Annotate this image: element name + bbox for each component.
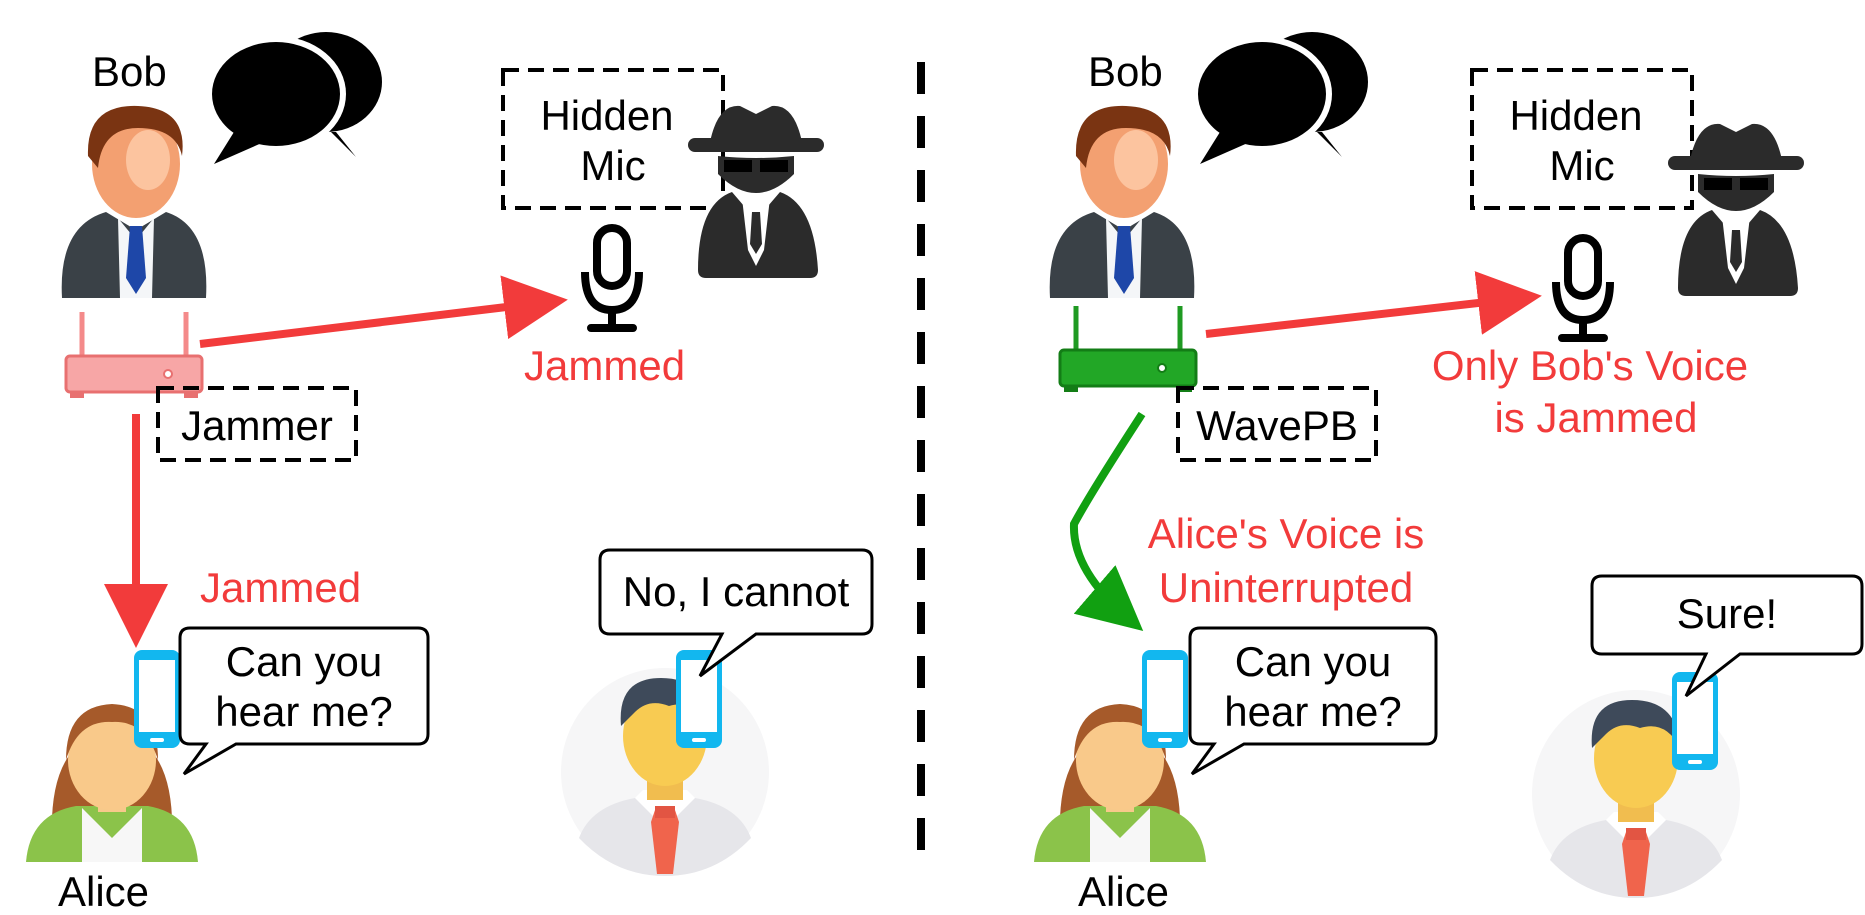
alice-status-label: Jammed [200, 564, 361, 611]
speech-bubbles-icon [206, 32, 382, 164]
listener-bubble-text: Sure! [1677, 590, 1777, 637]
listener-speech-bubble: No, I cannot [598, 548, 874, 678]
bob-label: Bob [92, 48, 167, 95]
smartphone-icon [1142, 650, 1188, 748]
hidden-mic-box: Hidden Mic [501, 68, 725, 210]
hidden-mic-box: Hidden Mic [1470, 68, 1694, 210]
alice-bubble-line2: hear me? [1224, 688, 1401, 735]
man-icon [561, 668, 769, 876]
router-icon [1060, 306, 1196, 392]
alice-status-line1: Alice's Voice is [1148, 510, 1424, 557]
hidden-mic-label-line1: Hidden [540, 92, 673, 139]
hidden-mic-label-line2: Mic [1549, 142, 1614, 189]
alice-label: Alice [1078, 868, 1169, 915]
clear-arrow-to-alice [1069, 411, 1146, 632]
alice-bubble-line2: hear me? [215, 688, 392, 735]
mic-status-label: Jammed [524, 342, 685, 389]
microphone-icon [585, 228, 639, 328]
jam-arrow-to-mic [199, 275, 568, 348]
mic-status-line2: is Jammed [1494, 394, 1697, 441]
microphone-icon [1556, 238, 1610, 338]
businessman-icon [61, 105, 207, 298]
mic-status-line1: Only Bob's Voice [1432, 342, 1748, 389]
listener-bubble-text: No, I cannot [623, 568, 850, 615]
alice-bubble-line1: Can you [1235, 638, 1391, 685]
router-icon [66, 312, 202, 398]
spy-icon [688, 105, 824, 279]
right-panel: Bob Hidden Mic Only Bob's Voice is Jamme… [1034, 32, 1864, 915]
alice-label: Alice [58, 868, 149, 915]
alice-speech-bubble: Can you hear me? [178, 626, 430, 776]
listener-speech-bubble: Sure! [1590, 574, 1864, 698]
jam-arrow-to-mic [1205, 271, 1542, 338]
bob-label: Bob [1088, 48, 1163, 95]
wavepb-box: WavePB [1176, 386, 1378, 462]
jammer-box: Jammer [156, 386, 358, 462]
device-label: WavePB [1196, 402, 1358, 449]
hidden-mic-label-line2: Mic [580, 142, 645, 189]
smartphone-icon [134, 650, 180, 748]
left-panel: Bob Hidden Mic Jammed Jammer Jammed Can … [26, 32, 874, 915]
hidden-mic-label-line1: Hidden [1509, 92, 1642, 139]
speech-bubbles-icon [1192, 32, 1368, 164]
device-label: Jammer [181, 402, 333, 449]
alice-speech-bubble: Can you hear me? [1188, 626, 1438, 776]
alice-bubble-line1: Can you [226, 638, 382, 685]
alice-status-line2: Uninterrupted [1159, 564, 1413, 611]
businessman-icon [1049, 105, 1195, 298]
